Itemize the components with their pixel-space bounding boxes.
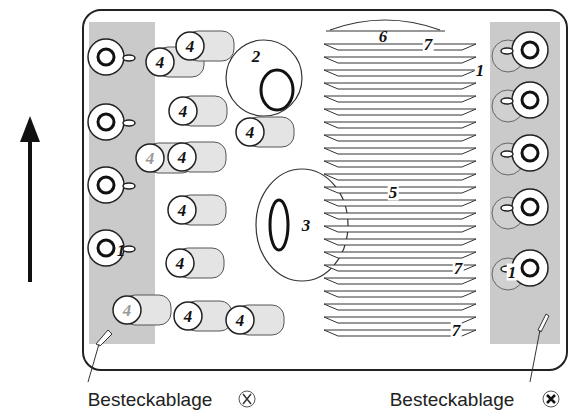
plate [324,83,476,89]
cup [512,189,548,225]
callout-number: 1 [116,242,127,259]
callout-number: 4 [155,54,166,71]
callout-number: 4 [122,302,133,319]
callout-number: 3 [301,217,312,234]
cup-rim [236,118,264,146]
cup-rim [174,302,202,330]
callout-number: 4 [185,38,196,55]
callout-number: 4 [235,312,246,329]
cup-bottom [522,92,538,108]
cup-rim [169,97,197,125]
cup-handle [123,183,135,189]
plate [324,57,476,63]
callout-number: 4 [178,103,189,120]
callout-number: 4 [145,150,156,167]
cup-rim [136,144,164,172]
plate [324,226,476,232]
cup-rim [113,296,141,324]
cup-handle [501,98,513,104]
callout-number: 4 [175,255,186,272]
plate [324,174,476,180]
cup [512,82,548,118]
callout-number: 6 [378,28,389,45]
cup-bottom [522,145,538,161]
cup-handle [123,55,135,61]
cup [512,250,548,286]
cup-handle [123,120,135,126]
cup [512,32,548,68]
cup-bottom [522,260,538,276]
cup-rim [176,32,204,60]
plate [324,304,476,310]
cup-bottom [98,240,114,256]
cup-rim [146,48,174,76]
callout-number: 4 [183,308,194,325]
cup [88,39,124,75]
callout-number: 4 [245,124,256,141]
cup-rim [168,196,196,224]
cup-handle [501,151,513,157]
cup-rim [166,249,194,277]
cup-rim [168,143,196,171]
callout-number: 5 [388,184,399,201]
plate [324,122,476,128]
plate [324,278,476,284]
cup [512,135,548,171]
callout-number: 2 [251,48,262,65]
plate [324,70,476,76]
callout-number: 7 [423,36,434,53]
callout-number: 4 [177,149,188,166]
plate [324,200,476,206]
caption-label: Besteckablage [88,390,213,409]
cup-bottom [98,114,114,130]
plate [324,135,476,141]
cup-bottom [522,199,538,215]
cup-bottom [98,177,114,193]
callout-number: 1 [475,62,486,79]
plate [324,213,476,219]
plate [324,96,476,102]
callout-number: 7 [451,322,462,339]
plate [324,187,476,193]
callout-number: 7 [453,260,464,277]
cup [88,104,124,140]
cup-handle [501,48,513,54]
caption-label: Besteckablage [390,390,515,409]
cup-handle [501,205,513,211]
callout-number: 1 [507,264,518,281]
cup [88,167,124,203]
plate [324,252,476,258]
plate [324,239,476,245]
plate [324,291,476,297]
callout-number: 4 [177,202,188,219]
plate [324,161,476,167]
plate [324,44,476,50]
cup-bottom [98,49,114,65]
plate [324,148,476,154]
cup-rim [226,306,254,334]
cup-bottom [522,42,538,58]
plate [324,109,476,115]
